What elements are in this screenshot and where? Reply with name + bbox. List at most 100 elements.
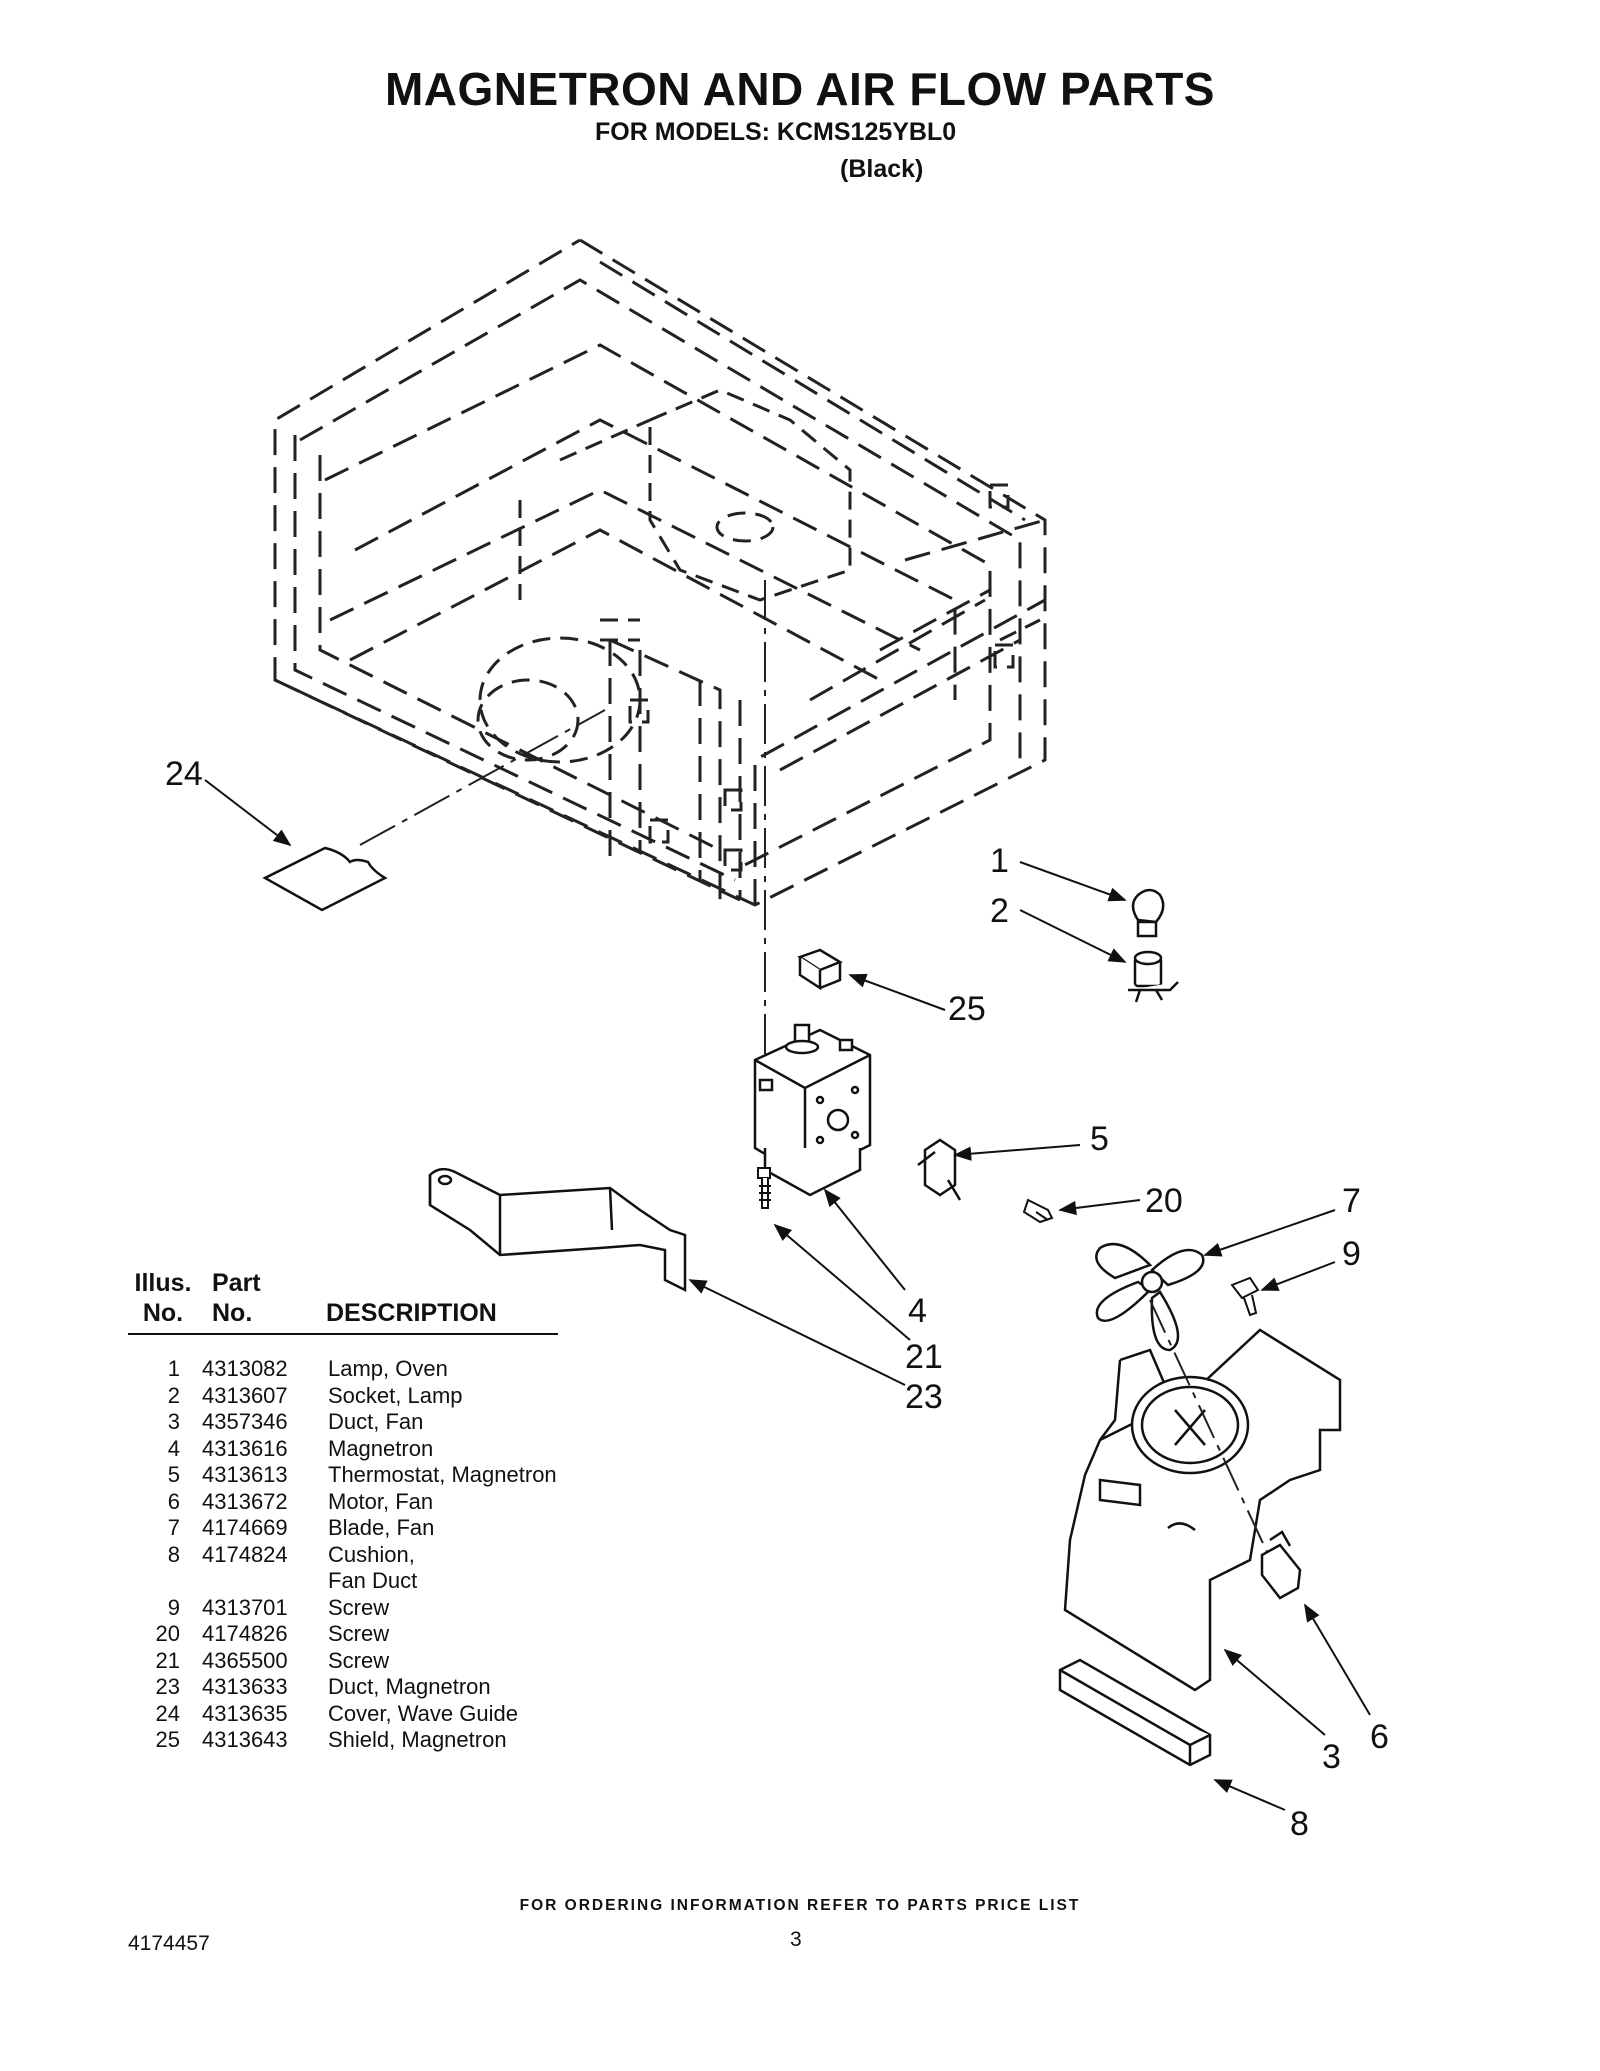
header-illus-line1: Illus. <box>134 1269 192 1297</box>
document-number: 4174457 <box>128 1932 210 1955</box>
table-row: 5 4313613 Thermostat, Magnetron <box>128 1462 558 1489</box>
table-row: 9 4313701 Screw <box>128 1595 558 1622</box>
illus-no: 8 <box>167 1541 180 1567</box>
illus-no: 25 <box>155 1727 180 1752</box>
magnetron <box>753 1023 872 1197</box>
callout-21: 21 <box>905 1338 943 1376</box>
fan-blade <box>1095 1242 1205 1352</box>
page-number: 3 <box>790 1928 802 1951</box>
part-description: Magnetron <box>328 1435 434 1461</box>
ordering-note: FOR ORDERING INFORMATION REFER TO PARTS … <box>519 1897 1081 1914</box>
part-number: 4313082 <box>202 1356 288 1381</box>
part-description: Lamp, Oven <box>328 1356 448 1381</box>
part-number: 4313672 <box>202 1488 288 1514</box>
illus-no: 5 <box>167 1462 180 1487</box>
table-row: 24 4313635 Cover, Wave Guide <box>128 1701 558 1728</box>
part-number: 4313701 <box>202 1594 288 1620</box>
illus-no: 7 <box>167 1515 180 1540</box>
magnetron-duct <box>428 1167 687 1293</box>
part-description: Blade, Fan <box>328 1515 435 1540</box>
illus-no: 4 <box>167 1435 180 1461</box>
part-number: 4313633 <box>202 1674 288 1699</box>
part-description: Screw <box>328 1647 390 1673</box>
table-row: 1 4313082 Lamp, Oven <box>128 1356 558 1383</box>
table-row: 20 4174826 Screw <box>128 1621 558 1648</box>
magnetron-screw <box>757 1167 771 1209</box>
part-number: 4313613 <box>202 1462 288 1487</box>
illus-no: 2 <box>167 1382 180 1408</box>
oven-cavity-outline <box>273 238 1047 907</box>
color-note: (Black) <box>840 155 924 183</box>
part-description: Cover, Wave Guide <box>328 1700 518 1726</box>
callout-leaders <box>204 779 1371 1811</box>
page-title: MAGNETRON AND AIR FLOW PARTS <box>384 63 1215 115</box>
part-number: 4313607 <box>202 1382 288 1408</box>
oven-lamp <box>1131 888 1165 938</box>
header-description: DESCRIPTION <box>326 1299 497 1327</box>
callout-5: 5 <box>1090 1120 1109 1158</box>
callout-20: 20 <box>1145 1182 1183 1220</box>
part-description: Duct, Fan <box>328 1409 424 1434</box>
magnetron-shield <box>797 948 843 991</box>
magnetron-thermostat <box>917 1138 962 1201</box>
part-description: Screw <box>328 1594 390 1620</box>
illus-no: 3 <box>167 1409 180 1434</box>
table-row: 2 4313607 Socket, Lamp <box>128 1383 558 1410</box>
header-illus-no: Illus. No. <box>128 1268 198 1328</box>
fan-duct <box>1063 1328 1342 1692</box>
part-number: 4174826 <box>202 1621 288 1646</box>
callout-4: 4 <box>908 1292 927 1330</box>
fan-centerline <box>1149 1299 1281 1581</box>
callout-6: 6 <box>1370 1718 1389 1756</box>
illus-no: 6 <box>167 1488 180 1514</box>
illus-no: 21 <box>155 1647 180 1673</box>
part-number: 4365500 <box>202 1647 288 1673</box>
part-number: 4174824 <box>202 1541 288 1567</box>
illus-no: 23 <box>155 1674 180 1699</box>
table-row: 21 4365500 Screw <box>128 1648 558 1675</box>
models-subtitle: FOR MODELS: KCMS125YBL0 <box>595 118 957 146</box>
wave-guide-centerline <box>359 709 606 846</box>
part-description: Screw <box>328 1621 390 1646</box>
callout-24: 24 <box>165 755 203 793</box>
part-description: Motor, Fan <box>328 1488 434 1514</box>
illus-no: 1 <box>167 1356 180 1381</box>
part-number: 4313616 <box>202 1435 288 1461</box>
part-description: Thermostat, Magnetron <box>328 1462 557 1487</box>
part-description: Socket, Lamp <box>328 1382 463 1408</box>
table-row: 23 4313633 Duct, Magnetron <box>128 1674 558 1701</box>
header-part-no: Part No. <box>212 1268 261 1328</box>
cavity-detail-features <box>476 388 1041 872</box>
callout-23: 23 <box>905 1378 943 1416</box>
part-number: 4313643 <box>202 1727 288 1752</box>
callout-2: 2 <box>990 892 1009 930</box>
thermostat-screw <box>1022 1198 1054 1224</box>
table-row: 6 4313672 Motor, Fan <box>128 1489 558 1516</box>
fan-motor <box>1260 1530 1302 1600</box>
callout-3: 3 <box>1322 1738 1341 1776</box>
illus-no: 24 <box>155 1700 180 1726</box>
illus-no: 9 <box>167 1594 180 1620</box>
callout-25: 25 <box>948 990 986 1028</box>
wave-guide-cover <box>262 846 388 912</box>
table-row: 8 4174824 Cushion, Fan Duct <box>128 1542 558 1595</box>
callout-7: 7 <box>1342 1182 1361 1220</box>
part-number: 4313635 <box>202 1700 288 1726</box>
callout-8: 8 <box>1290 1805 1309 1843</box>
callout-9: 9 <box>1342 1235 1361 1273</box>
fan-duct-cushion <box>1058 1658 1212 1767</box>
header-part-line2: No. <box>212 1299 253 1327</box>
header-part-line1: Part <box>212 1269 261 1297</box>
part-description: Cushion, Fan Duct <box>328 1541 418 1594</box>
fan-motor-screw <box>1230 1276 1260 1317</box>
part-description: Duct, Magnetron <box>328 1674 491 1699</box>
callout-1: 1 <box>990 842 1009 880</box>
table-row: 4 4313616 Magnetron <box>128 1436 558 1463</box>
illus-no: 20 <box>155 1621 180 1646</box>
part-number: 4357346 <box>202 1409 288 1434</box>
header-illus-line2: No. <box>142 1299 184 1327</box>
table-row: 3 4357346 Duct, Fan <box>128 1409 558 1436</box>
